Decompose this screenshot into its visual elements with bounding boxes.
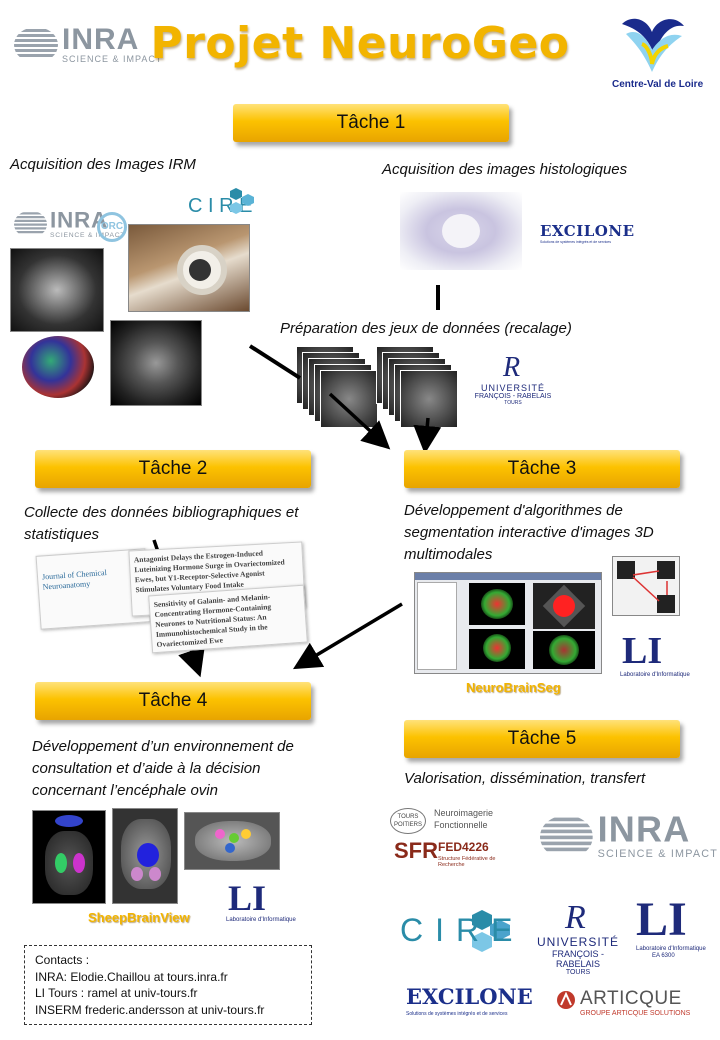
inra-logo-large: INRA SCIENCE & IMPACT [540,810,719,860]
contact-li: LI Tours : ramel at univ-tours.fr [35,986,198,1000]
li-logo-task3: LI [622,630,663,672]
cire-logo-small: C I R E [186,186,258,220]
excilone-small-text: EXCILONE [540,222,635,240]
sheepbrainview-label: SheepBrainView [88,910,190,925]
cire-hexagons-icon: C I R E [188,188,254,217]
universite-small-l2: FRANÇOIS - RABELAIS [474,393,552,400]
inra-small-tagline: SCIENCE & IMPACT [50,231,126,239]
region-logo-text: Centre-Val de Loire [612,79,704,90]
inra-stripes-icon [14,27,58,63]
paper-1-journal: Journal of Chemical Neuroanatomy [41,568,108,592]
contacts-title: Contacts : [35,953,90,967]
excilone-large-text: EXCILONE [406,984,533,1009]
sfr-logo: TOURS POITIERS Neuroimagerie Fonctionnel… [388,806,512,872]
neurobrainseg-screenshot [414,572,602,674]
contacts-box: Contacts : INRA: Elodie.Chaillou at tour… [24,945,312,1025]
contact-inra: INRA: Elodie.Chaillou at tours.inra.fr [35,969,228,984]
task-2-box: Tâche 2 [35,450,311,488]
arrow-irm-line [248,344,302,380]
articque-icon [557,991,575,1009]
li-logo-task4: LI [228,878,267,918]
inra-logo-small: INRA SCIENCE & IMPACT [14,207,126,239]
page-title: Projet NeuroGeo [150,18,570,69]
arrow-stack1-task3 [328,392,391,450]
inra-logo-text: INRA [62,23,140,56]
paper-3-title: Sensitivity of Galanin- and Melanin-Conc… [153,592,272,650]
task-4-box: Tâche 4 [35,682,311,720]
li-logo-large-code: EA 6300 [652,953,675,959]
universite-small-l1: UNIVERSITÉ [480,383,545,393]
excilone-small-tagline: Solutions de systèmes intégrés et de ser… [540,240,612,244]
histology-image [400,192,522,270]
inra-large-tagline: SCIENCE & IMPACT [597,847,719,860]
task-5-box: Tâche 5 [404,720,680,758]
universite-large-l3: TOURS [565,969,591,976]
articque-logo: ARTICQUE GROUPE ARTICQUE SOLUTIONS [556,988,690,1022]
universite-logo-large: R UNIVERSITÉ FRANÇOIS - RABELAIS TOURS [530,898,626,976]
inra-large-text: INRA [597,810,691,850]
universite-large-r-icon: R [564,899,586,936]
cire-logo-large: CIRE [398,908,522,956]
sfr-code: FED4226 [438,840,489,854]
articque-text: ARTICQUE [580,988,682,1009]
dti-brain-image [22,336,94,398]
li-logo-task3-tagline: Laboratoire d'Informatique [620,672,690,678]
li-logo-large: LI [636,893,687,946]
sheepbrain-image-2 [112,808,178,904]
sfr-tours-badge: TOURS POITIERS [390,808,426,834]
cire-large-hexagons-icon [472,910,510,952]
sfr-line1: Neuroimagerie [434,808,494,818]
valorisation-label: Valorisation, dissémination, transfert [404,770,646,787]
mri-image-1 [10,248,104,332]
dev-env-label: Développement d’un environnement de cons… [32,738,294,799]
inra-logo-tagline: SCIENCE & IMPACT [62,54,163,64]
universite-large-l1: UNIVERSITÉ [536,935,619,949]
articque-tagline: GROUPE ARTICQUE SOLUTIONS [580,1010,691,1017]
excilone-logo-large: EXCILONE Solutions de systèmes intégrés … [406,984,533,1024]
region-logo: Centre-Val de Loire [612,14,704,94]
dev-algo-label: Développement d'algorithmes de segmentat… [404,502,654,563]
svg-text:R: R [502,352,520,378]
universite-small-l3: TOURS [504,400,522,406]
region-heart-icon [622,18,684,72]
segmentation-diagram [612,556,680,616]
arrow-task3-task4 [292,602,403,670]
task-3-box: Tâche 3 [404,450,680,488]
sfr-name: SFR [394,838,438,863]
paper-3: Sensitivity of Galanin- and Melanin-Conc… [148,584,308,654]
universite-r-icon: R [502,352,520,383]
universite-logo-small: R UNIVERSITÉ FRANÇOIS - RABELAIS TOURS [468,352,558,406]
orc-logo: ORC [97,212,127,242]
excilone-large-tagline: Solutions de systèmes intégrés et de ser… [406,1011,508,1017]
collecte-label: Collecte des données bibliographiques et… [24,504,299,543]
inra-stripes-large-icon [540,815,593,858]
contact-inserm: INSERM frederic.andersson at univ-tours.… [35,1002,265,1017]
li-logo-large-tagline: Laboratoire d'Informatique [636,946,706,952]
universite-large-l2: FRANÇOIS - RABELAIS [551,949,604,969]
inra-small-text: INRA [50,207,109,233]
cire-large-text: CIRE [400,912,525,948]
sfr-desc: Structure Fédérative de Recherche [438,856,496,868]
prep-label: Préparation des jeux de données (recalag… [280,320,572,337]
acq-irm-label: Acquisition des Images IRM [10,156,196,173]
sheepbrain-image-3 [184,812,280,870]
svg-text:R: R [564,899,586,930]
inra-logo-header: INRA SCIENCE & IMPACT [14,23,163,64]
task-1-box: Tâche 1 [233,104,509,142]
li-logo-task4-tagline: Laboratoire d'Informatique [226,917,296,923]
neurobrainseg-label: NeuroBrainSeg [466,680,561,695]
sheepbrain-image-1 [32,810,106,904]
mri-scanner-photo [128,224,250,312]
acq-histo-label: Acquisition des images histologiques [382,161,628,178]
inra-stripes-small-icon [14,211,47,238]
mri-image-2 [110,320,202,406]
sfr-line2: Fonctionnelle [434,820,488,830]
excilone-logo-small: EXCILONE Solutions de systèmes intégrés … [540,222,635,256]
arrow-stack2-task3 [413,417,442,454]
